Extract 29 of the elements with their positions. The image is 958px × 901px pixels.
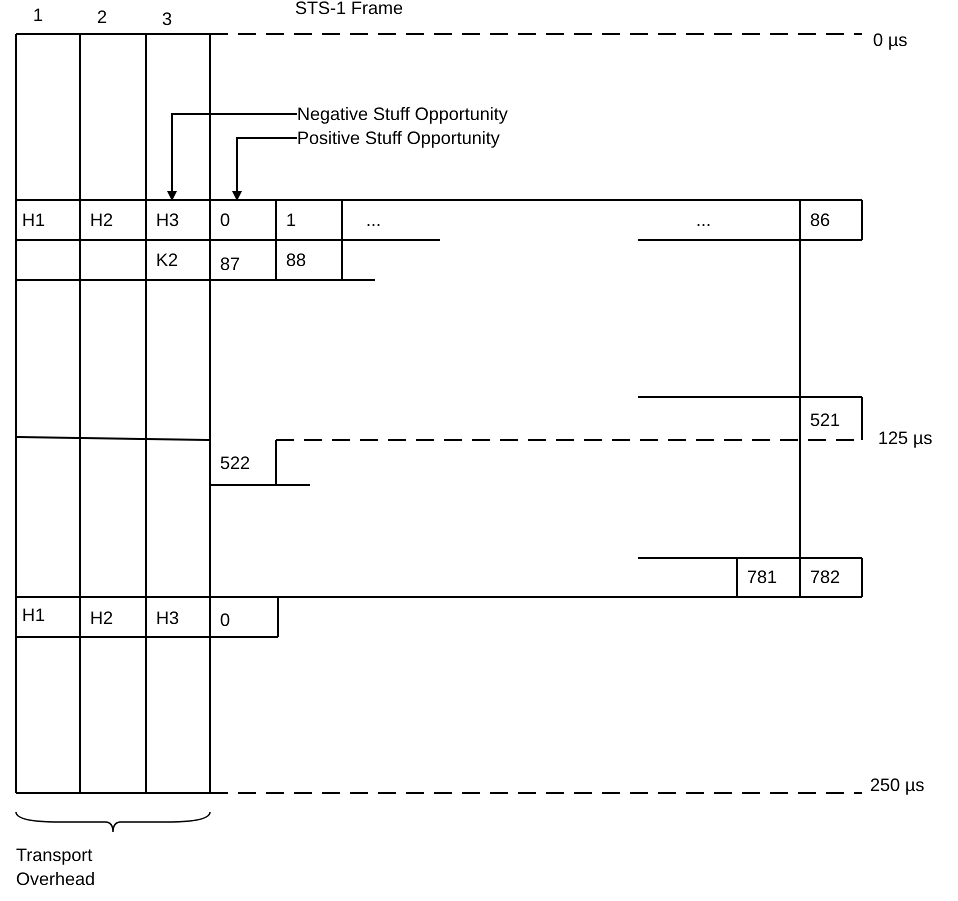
frame-cell: 521 (800, 400, 862, 440)
frame-cell: 782 (800, 558, 862, 597)
column-number: 1 (33, 5, 44, 26)
frame-cell: ... (356, 200, 406, 240)
arrow (167, 113, 297, 201)
time-label: 125 µs (878, 428, 932, 449)
overhead-label: Transport Overhead (16, 844, 96, 891)
frame-cell: 0 (210, 200, 276, 240)
frame-cell: 86 (800, 200, 862, 240)
frame-cell: H1 (16, 597, 80, 633)
frame-cell: H3 (146, 200, 210, 240)
column-number: 3 (162, 9, 172, 30)
frame-cell: 781 (737, 558, 800, 597)
frame-cell: K2 (146, 240, 210, 280)
arrow (232, 137, 297, 201)
frame-cell: ... (686, 200, 736, 240)
frame-cell: 522 (210, 443, 276, 483)
frame-cell: H1 (16, 200, 80, 240)
frame-cell: 87 (210, 244, 276, 284)
time-label: 0 µs (873, 30, 908, 51)
frame-cell: H2 (80, 200, 146, 240)
frame-cell: H2 (80, 599, 146, 637)
frame-cell: 1 (276, 200, 342, 240)
column-number: 2 (97, 7, 108, 28)
frame-title: STS-1 Frame (295, 0, 404, 19)
time-label: 250 µs (870, 775, 924, 796)
frame-cell: H3 (146, 599, 210, 637)
frame-cell: 0 (210, 601, 278, 639)
frame-cell: 88 (276, 240, 342, 280)
